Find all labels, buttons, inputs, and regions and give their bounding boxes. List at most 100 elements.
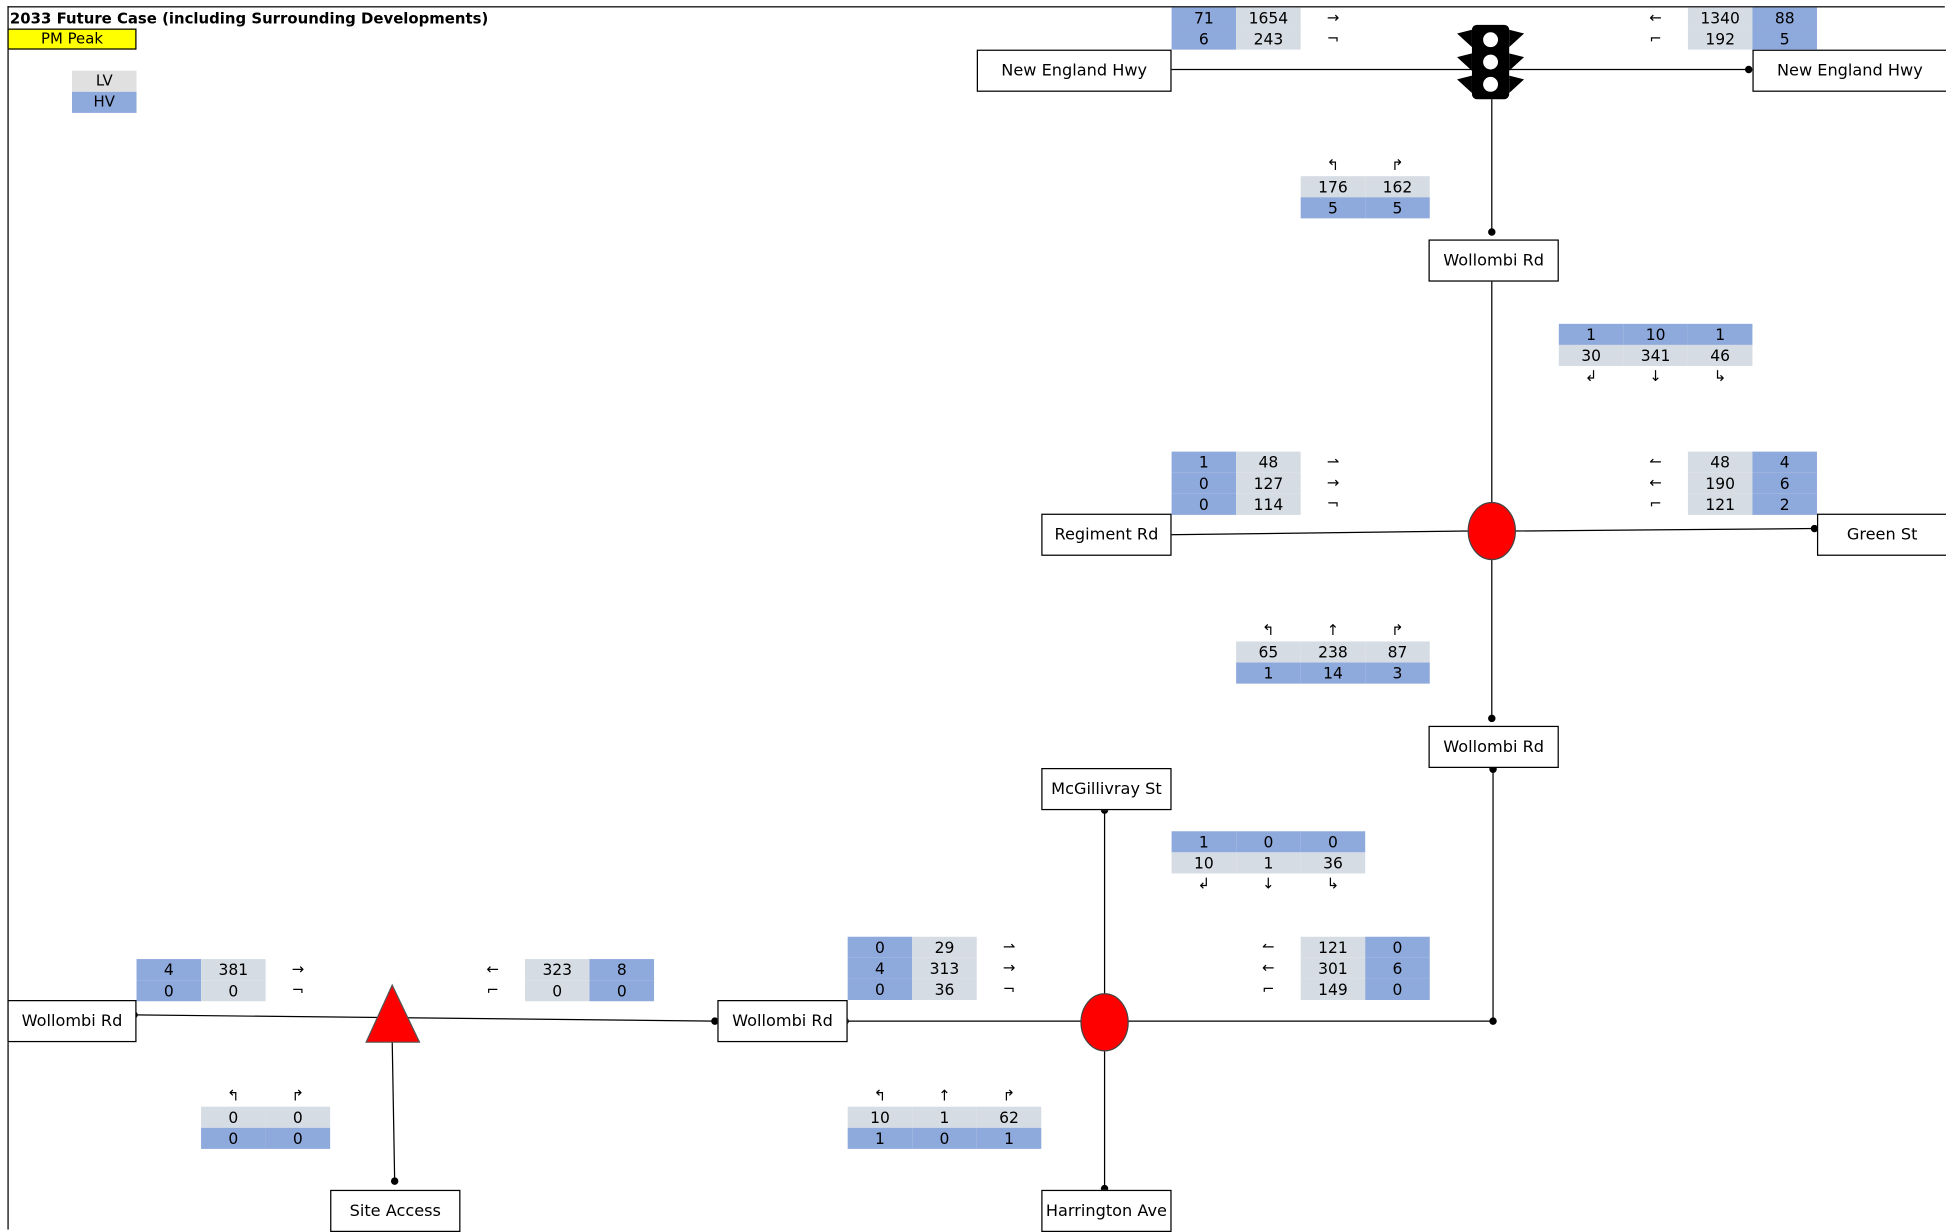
count-cell: 238	[1300, 641, 1366, 663]
count-cell: 0	[201, 1106, 266, 1128]
movement-arrow: ⌐	[1262, 980, 1275, 998]
count-cell: 323	[524, 959, 590, 981]
count-cell: 381	[201, 959, 266, 981]
road-label-mcgillivray-st: McGillivray St	[1041, 767, 1172, 811]
movement-arrow: ⇀	[1326, 452, 1340, 471]
movement-arrow: ↱	[1391, 156, 1404, 174]
movement-arrow: ¬	[1326, 495, 1340, 513]
count-cell: 313	[912, 957, 977, 979]
count-cell: 46	[1687, 344, 1753, 367]
count-cell: 2	[1752, 493, 1817, 515]
count-cell: 0	[1365, 978, 1430, 1001]
movement-arrow: ⌐	[486, 981, 499, 999]
road-label-harrington-ave: Harrington Ave	[1041, 1189, 1172, 1232]
count-cell: 1	[1171, 451, 1237, 473]
count-cell: 10	[847, 1106, 913, 1128]
road-label-green-st: Green St	[1816, 513, 1946, 556]
count-cell: 1	[1236, 852, 1301, 874]
roundabout-icon	[1080, 993, 1129, 1052]
diagram-frame	[7, 6, 1945, 1230]
movement-arrow: ↳	[1713, 367, 1727, 385]
traffic-light-icon	[1457, 24, 1525, 100]
movement-arrow: ¬	[291, 981, 305, 999]
count-cell: 0	[847, 978, 913, 1001]
count-cell: 4	[1752, 451, 1817, 473]
movement-arrow: ↓	[1649, 367, 1662, 385]
movement-arrow: ↲	[1584, 367, 1598, 385]
link-regiment	[1167, 530, 1469, 536]
node-dot	[711, 1017, 719, 1025]
count-cell: 190	[1687, 472, 1753, 494]
movement-arrow: ←	[486, 960, 499, 978]
count-cell: 10	[1623, 323, 1688, 345]
count-cell: 0	[912, 1127, 977, 1149]
node-dot	[1488, 714, 1496, 723]
count-cell: 0	[1365, 936, 1430, 958]
count-cell: 71	[1171, 7, 1237, 29]
count-cell: 0	[1300, 831, 1366, 853]
movement-arrow: ↰	[1262, 621, 1275, 639]
count-cell: 65	[1236, 641, 1301, 663]
node-dot	[390, 1177, 399, 1185]
count-cell: 192	[1687, 28, 1753, 50]
road-label-wollombi-rd-n2: Wollombi Rd	[1428, 725, 1559, 768]
count-cell: 36	[1300, 852, 1366, 874]
count-cell: 6	[1752, 472, 1817, 494]
movement-arrow: ⇀	[1002, 937, 1016, 956]
give-way-triangle-icon	[365, 983, 421, 1043]
count-cell: 4	[847, 957, 913, 979]
count-cell: 0	[265, 1106, 331, 1128]
count-cell: 0	[201, 980, 266, 1002]
count-cell: 341	[1623, 344, 1688, 367]
movement-arrow: →	[291, 960, 305, 978]
count-cell: 87	[1365, 641, 1430, 663]
count-cell: 3	[1365, 662, 1430, 684]
count-cell: 121	[1687, 493, 1753, 515]
movement-arrow: ↰	[873, 1086, 887, 1105]
count-cell: 88	[1752, 7, 1817, 29]
count-cell: 48	[1687, 451, 1753, 473]
count-cell: 1	[1171, 831, 1237, 853]
link-wollombi-west	[134, 1014, 715, 1022]
legend-lv: LV	[71, 70, 137, 92]
count-cell: 1	[1558, 323, 1624, 345]
count-cell: 0	[847, 936, 913, 958]
movement-arrow: ⌐	[1649, 495, 1662, 513]
movement-arrow: ←	[1649, 473, 1662, 492]
count-cell: 0	[265, 1127, 331, 1149]
movement-arrow: ↱	[291, 1086, 305, 1105]
movement-arrow: ↑	[938, 1086, 951, 1105]
movement-arrow: ←	[1649, 8, 1662, 27]
movement-arrow: →	[1326, 473, 1340, 492]
movement-arrow: ↑	[1326, 621, 1340, 639]
count-cell: 30	[1558, 344, 1624, 367]
movement-arrow: ↲	[1197, 874, 1211, 893]
movement-arrow: ↼	[1649, 452, 1662, 471]
movement-arrow: ↰	[1326, 156, 1340, 174]
count-cell: 36	[912, 978, 977, 1001]
count-cell: 121	[1300, 936, 1366, 958]
node-dot	[1489, 1017, 1497, 1025]
count-cell: 1	[1236, 662, 1301, 684]
roundabout-icon	[1467, 501, 1517, 561]
road-label-site-access: Site Access	[330, 1189, 461, 1232]
movement-arrow: ¬	[1326, 29, 1340, 48]
count-cell: 0	[1236, 831, 1301, 853]
movement-arrow: ←	[1262, 959, 1275, 977]
count-cell: 162	[1365, 176, 1430, 198]
road-label-wollombi-rd-mid: Wollombi Rd	[717, 1000, 848, 1043]
count-cell: 5	[1300, 197, 1366, 219]
count-cell: 0	[136, 980, 202, 1002]
count-cell: 1	[912, 1106, 977, 1128]
movement-arrow: ⌐	[1649, 29, 1662, 48]
count-cell: 29	[912, 936, 977, 958]
count-cell: 0	[1171, 472, 1237, 494]
road-label-new-england-hwy-west: New England Hwy	[976, 49, 1172, 92]
road-label-wollombi-rd-west: Wollombi Rd	[7, 1000, 137, 1043]
count-cell: 1340	[1687, 7, 1753, 29]
road-label-new-england-hwy-east: New England Hwy	[1752, 49, 1946, 92]
legend-hv: HV	[71, 91, 137, 113]
count-cell: 6	[1365, 957, 1430, 979]
count-cell: 62	[976, 1106, 1042, 1128]
